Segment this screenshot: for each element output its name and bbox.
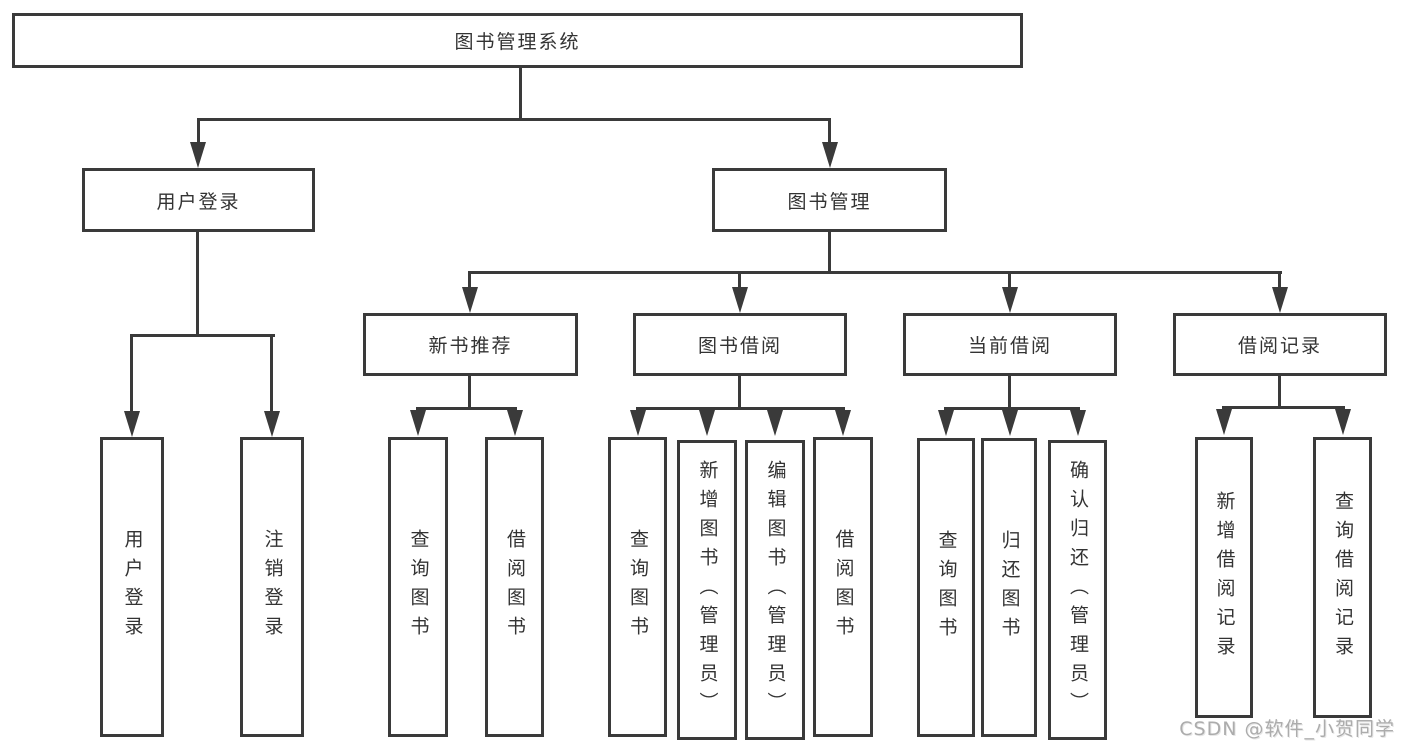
connector-vline — [196, 232, 199, 336]
connector-vline — [270, 334, 273, 412]
connector-vline — [197, 118, 200, 144]
connector-vline — [828, 232, 831, 273]
connector-vline — [738, 271, 741, 289]
node-current-borrow: 当前借阅 — [903, 313, 1117, 376]
connector-hline — [944, 407, 1080, 410]
node-leaf-borrow-book-1: 借阅图书 — [485, 437, 544, 737]
arrowhead-down-icon — [822, 142, 838, 168]
node-leaf-query-book-2: 查询图书 — [608, 437, 667, 737]
arrowhead-down-icon — [507, 410, 523, 436]
node-new-book-recommend: 新书推荐 — [363, 313, 578, 376]
node-leaf-confirm-return: 确认归还（管理员） — [1048, 440, 1107, 740]
arrowhead-down-icon — [767, 410, 783, 436]
node-leaf-query-book-3: 查询图书 — [917, 438, 975, 737]
arrowhead-down-icon — [1002, 410, 1018, 436]
arrowhead-down-icon — [732, 287, 748, 313]
arrowhead-down-icon — [1070, 410, 1086, 436]
node-user-login: 用户登录 — [82, 168, 315, 232]
connector-hline — [1222, 406, 1345, 409]
connector-vline — [1278, 271, 1281, 289]
arrowhead-down-icon — [1216, 409, 1232, 435]
node-leaf-user-login: 用户登录 — [100, 437, 164, 737]
node-leaf-add-book: 新增图书（管理员） — [677, 440, 737, 740]
node-leaf-add-borrow-record: 新增借阅记录 — [1195, 437, 1253, 718]
connector-hline — [197, 118, 831, 121]
arrowhead-down-icon — [190, 142, 206, 168]
connector-vline — [519, 68, 522, 120]
connector-vline — [468, 376, 471, 409]
node-leaf-borrow-book-2: 借阅图书 — [813, 437, 873, 737]
node-book-borrow: 图书借阅 — [633, 313, 847, 376]
arrowhead-down-icon — [410, 410, 426, 436]
connector-vline — [828, 118, 831, 144]
connector-vline — [1278, 376, 1281, 408]
node-leaf-logout: 注销登录 — [240, 437, 304, 737]
connector-vline — [468, 271, 471, 289]
arrowhead-down-icon — [1272, 287, 1288, 313]
node-leaf-query-borrow-record: 查询借阅记录 — [1313, 437, 1372, 718]
connector-vline — [1008, 271, 1011, 289]
arrowhead-down-icon — [1335, 409, 1351, 435]
arrowhead-down-icon — [124, 411, 140, 437]
node-library-system: 图书管理系统 — [12, 13, 1023, 68]
connector-vline — [738, 376, 741, 409]
arrowhead-down-icon — [835, 410, 851, 436]
node-leaf-return-book: 归还图书 — [981, 438, 1037, 737]
csdn-watermark: CSDN @软件_小贺同学 — [1179, 718, 1395, 740]
connector-hline — [131, 334, 275, 337]
arrowhead-down-icon — [699, 410, 715, 436]
connector-hline — [416, 407, 517, 410]
arrowhead-down-icon — [264, 411, 280, 437]
node-borrow-record: 借阅记录 — [1173, 313, 1387, 376]
arrowhead-down-icon — [938, 410, 954, 436]
node-leaf-edit-book: 编辑图书（管理员） — [745, 440, 805, 740]
connector-hline — [468, 271, 1282, 274]
node-leaf-query-book-1: 查询图书 — [388, 437, 448, 737]
node-book-management: 图书管理 — [712, 168, 947, 232]
connector-vline — [1008, 376, 1011, 409]
connector-vline — [130, 334, 133, 412]
arrowhead-down-icon — [630, 410, 646, 436]
arrowhead-down-icon — [1002, 287, 1018, 313]
connector-hline — [636, 407, 845, 410]
arrowhead-down-icon — [462, 287, 478, 313]
